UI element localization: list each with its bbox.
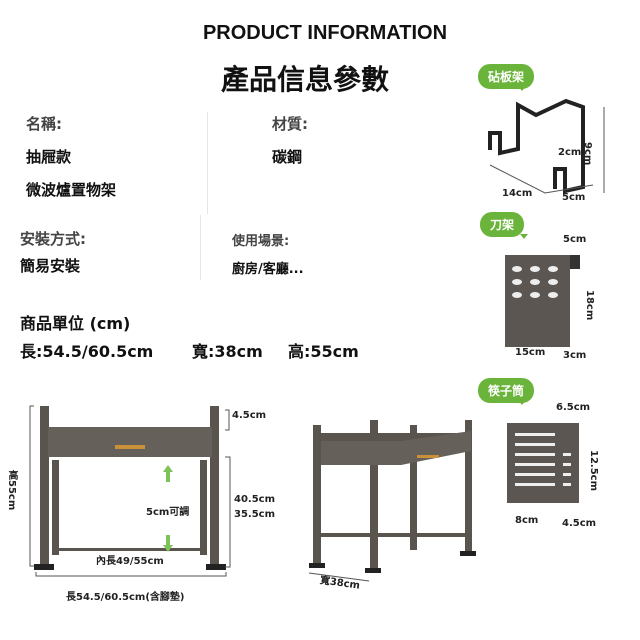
name-value: 微波爐置物架 — [26, 181, 117, 199]
top-height-dim: 4.5cm — [232, 410, 267, 421]
dim: 5cm — [562, 192, 586, 203]
side-view-rack-image — [308, 420, 476, 582]
scene-label: 使用場景: — [232, 234, 290, 249]
knife-rack-image — [505, 255, 580, 347]
divider — [200, 215, 201, 280]
unit-label: 商品單位 (cm) — [20, 314, 131, 333]
dim: 8cm — [515, 515, 539, 526]
height-dim-low: 35.5cm — [234, 509, 276, 520]
dim: 4.5cm — [562, 518, 597, 529]
cutting-board-rack-image — [488, 98, 605, 194]
dim: 3cm — [563, 350, 587, 361]
badge-knife-rack: 刀架 — [480, 212, 529, 239]
dim: 2cm — [558, 147, 582, 158]
height-value: 高:55cm — [288, 342, 359, 361]
install-value: 簡易安裝 — [20, 257, 81, 275]
inner-length-dim: 內長49/55cm — [96, 556, 164, 567]
scene-value: 廚房/客廳... — [232, 262, 304, 277]
dim: 12.5cm — [588, 450, 599, 492]
total-height-dim: 高55cm — [6, 470, 17, 511]
badge-chopstick-holder: 筷子筒 — [478, 378, 535, 405]
title-zh: 產品信息參數 — [220, 63, 389, 96]
dim: 9cm — [582, 142, 593, 166]
divider — [207, 112, 208, 214]
adjust-label: 5cm可調 — [146, 507, 190, 518]
total-length-dim: 長54.5/60.5cm(含腳墊) — [66, 592, 185, 603]
badge-cutting-board-rack: 砧板架 — [478, 64, 535, 91]
dim: 5cm — [563, 234, 587, 245]
width-value: 寬:38cm — [192, 342, 263, 361]
dim: 15cm — [515, 347, 546, 358]
material-value: 碳鋼 — [272, 148, 303, 166]
name-label: 名稱: — [26, 115, 62, 133]
material-label: 材質: — [272, 115, 308, 133]
height-dim-high: 40.5cm — [234, 494, 276, 505]
name-value: 抽屜款 — [26, 148, 72, 166]
front-view-rack-image — [29, 405, 231, 577]
install-label: 安裝方式: — [20, 230, 86, 248]
dim: 18cm — [584, 290, 595, 321]
dim: 6.5cm — [556, 402, 591, 413]
title-en: PRODUCT INFORMATION — [202, 22, 448, 44]
dim: 14cm — [502, 188, 533, 199]
chopstick-holder-image — [507, 423, 579, 503]
length-value: 長:54.5/60.5cm — [20, 342, 154, 361]
